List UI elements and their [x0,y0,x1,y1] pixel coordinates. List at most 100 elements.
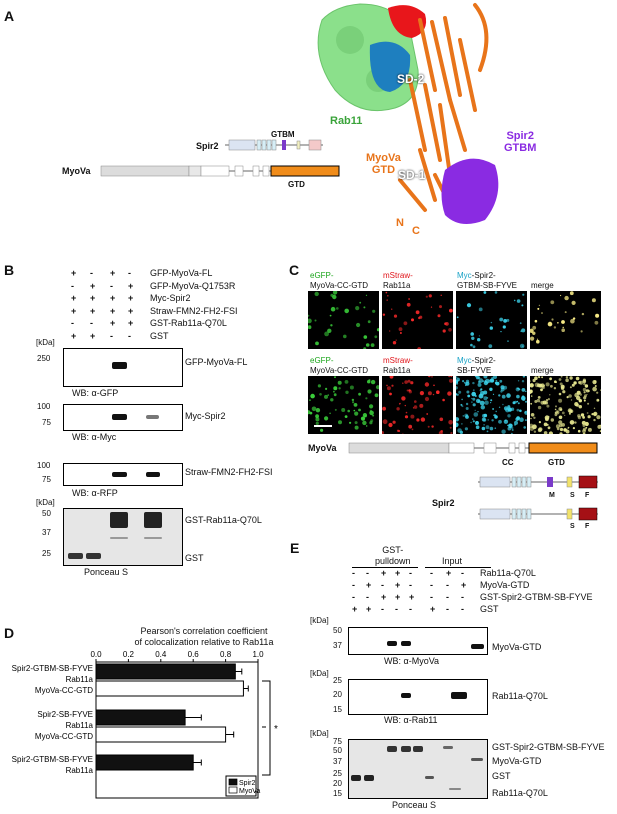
condition-sign: - [352,568,355,578]
x-tick-label: 0.8 [220,650,232,659]
condition-label: Myc-Spir2 [150,293,191,303]
spir2-gtbm-sb-fyve-diagram [478,475,598,489]
condition-sign: + [71,268,77,278]
band-label-gst: GST [185,553,204,563]
bar [95,709,186,726]
band-label-gst-spir2: GST-Spir2-GTBM-SB-FYVE [492,742,605,752]
channel-label: eGFP- [310,356,334,365]
bar [95,663,236,680]
panel-letter-a: A [4,8,15,24]
condition-sign: - [90,318,93,328]
spir2-domain-diagram [225,139,323,151]
condition-sign: - [446,592,449,602]
sd1-label: SD-1 [398,168,426,182]
channel-label: mStraw- [383,356,413,365]
category-label: Rab11a [66,675,94,684]
band-label-gst: GST [492,771,511,781]
kda-label: [kDa] [36,338,55,347]
tick-label: 50 [333,626,342,635]
blot-myc [63,404,183,431]
significance-star: * [274,724,278,735]
kda-label: [kDa] [310,669,329,678]
blot-ponceau [63,508,183,566]
micrograph-myc-2 [456,376,527,434]
blot-myova [348,627,488,655]
condition-sign: + [366,580,372,590]
x-tick-label: 0.2 [123,650,135,659]
f-label: F [585,492,590,499]
condition-sign: + [381,568,387,578]
channel-label: MyoVa-CC-GTD [310,281,369,290]
condition-sign: - [366,568,369,578]
condition-sign: + [430,604,436,614]
gtd-diagram-label: GTD [288,180,305,189]
pulldown-divider [352,567,418,568]
condition-sign: + [461,580,467,590]
condition-sign: + [90,293,96,303]
s-label: S [570,523,575,530]
channel-label: merge [531,366,554,375]
tick-label: 37 [333,641,342,650]
tick-label: 37 [333,757,342,766]
condition-sign: + [128,318,134,328]
condition-sign: - [446,580,449,590]
condition-sign: - [71,318,74,328]
condition-label: GFP-MyoVa-FL [150,268,213,278]
s-label: S [570,492,575,499]
channel-label: GTBM-SB-FYVE [457,281,518,290]
condition-sign: - [366,592,369,602]
blot-rab11 [348,679,488,715]
condition-sign: - [461,592,464,602]
myova-domain-diagram [100,165,340,177]
category-label: Spir2-SB-FYVE [37,710,93,719]
category-label: MyoVa-CC-GTD [35,732,93,741]
condition-label: GST [150,330,169,341]
condition-sign: + [90,280,96,291]
legend-swatch [228,778,238,786]
tick-label: 75 [333,737,342,746]
condition-sign: + [381,592,387,602]
wb-label-rfp: WB: α-RFP [72,488,118,498]
condition-sign: - [110,280,113,291]
tick-label: 20 [333,690,342,699]
kda-label: [kDa] [310,616,329,625]
condition-sign: - [110,330,113,341]
tick-label: 25 [42,549,51,558]
micrograph-straw-2 [382,376,453,434]
micrograph-gfp-2 [308,376,379,434]
band-label-straw-fmn2: Straw-FMN2-FH2-FSI [185,467,273,477]
tick-label: 100 [37,402,51,411]
condition-sign: - [430,592,433,602]
condition-sign: + [128,280,134,291]
channel-label: eGFP- [310,271,334,280]
channel-label: Rab11a [383,281,411,290]
wb-label-myova: WB: α-MyoVa [384,656,440,666]
rab11-label: Rab11 [330,115,363,127]
band-label-myc-spir2: Myc-Spir2 [185,411,226,421]
category-label: Spir2-GTBM-SB-FYVE [12,755,93,764]
band-label-rab11a: Rab11a-Q70L [492,788,548,798]
channel-label: SB-FYVE [457,366,492,375]
condition-sign: + [395,568,401,578]
micrograph-merge-1 [530,291,601,349]
condition-sign: - [461,568,464,578]
wb-label-gfp: WB: α-GFP [72,388,119,398]
condition-sign: + [90,330,96,341]
sd2-label: SD-2 [397,72,425,86]
spir2-construct-label: Spir2 [432,498,455,508]
tick-label: 50 [333,746,342,755]
condition-label: Straw-FMN2-FH2-FSI [150,305,238,316]
wb-label-myc: WB: α-Myc [72,432,117,442]
condition-sign: - [352,580,355,590]
condition-sign: + [128,293,134,303]
legend-label: MyoVa [239,788,260,795]
category-label: Rab11a [66,721,94,730]
band-label-rab11a: Rab11a-Q70L [492,691,548,701]
condition-label: GST-Spir2-GTBM-SB-FYVE [480,592,593,602]
condition-sign: - [446,604,449,614]
tick-label: 75 [42,475,51,484]
condition-sign: + [395,592,401,602]
chart-title: Pearson's correlation coefficient of col… [134,626,274,647]
tick-label: 50 [42,509,51,518]
band-label-gst-rab11a: GST-Rab11a-Q70L [185,515,262,525]
